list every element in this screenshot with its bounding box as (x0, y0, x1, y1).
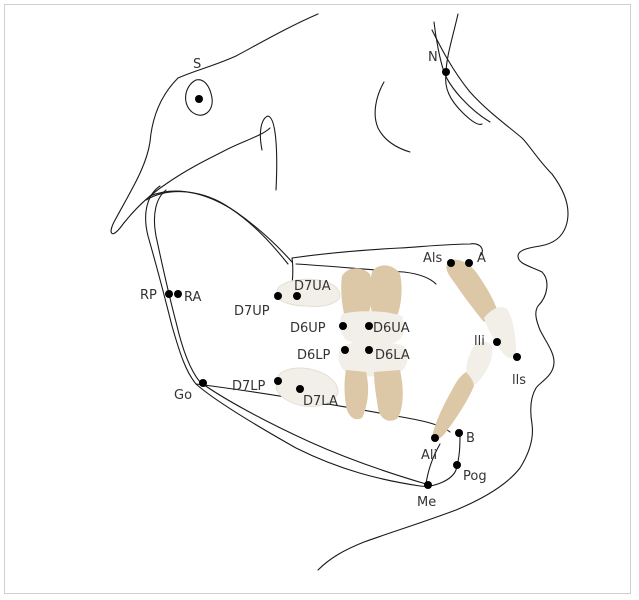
landmark-label-go: Go (174, 388, 192, 403)
lower-incisor-root (432, 372, 474, 439)
landmark-label-d7lp: D7LP (232, 379, 266, 394)
landmark-label-d7ua: D7UA (294, 279, 331, 294)
landmark-dot-me (424, 481, 432, 489)
mandible-outline (146, 186, 460, 486)
landmark-go: Go (174, 379, 207, 403)
landmark-dot-d6lp (341, 346, 349, 354)
landmark-label-a: A (477, 251, 486, 266)
landmark-d7lp: D7LP (232, 377, 282, 394)
landmark-label-s: S (193, 57, 201, 72)
landmark-dot-lls (513, 353, 521, 361)
landmark-label-d7la: D7LA (303, 394, 338, 409)
landmark-dot-ali (431, 434, 439, 442)
landmark-dot-s (195, 95, 203, 103)
landmark-label-d6la: D6LA (375, 348, 410, 363)
landmark-dot-rp (165, 290, 173, 298)
landmark-dot-b (455, 429, 463, 437)
landmark-b: B (455, 429, 475, 446)
landmark-als: Als (423, 251, 455, 267)
landmark-label-n: N (428, 50, 438, 65)
landmark-label-als: Als (423, 251, 443, 266)
landmark-label-d7up: D7UP (234, 304, 270, 319)
landmark-dot-lli (493, 338, 501, 346)
landmark-dot-pog (453, 461, 461, 469)
landmark-rp: RP (140, 288, 173, 303)
landmark-label-d6ua: D6UA (373, 321, 410, 336)
landmark-dot-n (442, 68, 450, 76)
landmark-lls: lls (512, 353, 526, 388)
landmark-label-ali: Ali (421, 448, 437, 463)
landmark-d6up: D6UP (290, 321, 347, 336)
landmark-ali: Ali (421, 434, 439, 463)
landmark-dot-d6la (365, 346, 373, 354)
landmark-d7up: D7UP (234, 292, 282, 319)
landmark-pog: Pog (453, 461, 487, 484)
landmark-dot-go (199, 379, 207, 387)
frontonasal-outline (375, 14, 490, 152)
landmark-dot-d6up (339, 322, 347, 330)
landmark-dot-d7up (274, 292, 282, 300)
landmark-label-me: Me (417, 495, 436, 510)
landmark-label-rp: RP (140, 288, 157, 303)
landmark-dot-a (465, 259, 473, 267)
landmark-label-d6lp: D6LP (297, 348, 331, 363)
landmark-label-lls: lls (512, 373, 526, 388)
landmark-ra: RA (174, 290, 202, 305)
landmark-dot-ra (174, 290, 182, 298)
cranial-base-outline (111, 14, 318, 234)
landmark-label-d6up: D6UP (290, 321, 326, 336)
lower-first-molar-root-mesial (345, 370, 369, 419)
landmark-dot-als (447, 259, 455, 267)
landmark-dot-d7la (296, 385, 304, 393)
landmark-label-b: B (466, 431, 475, 446)
landmark-a: A (465, 251, 486, 267)
landmark-label-lli: lli (474, 334, 485, 349)
landmark-label-ra: RA (184, 290, 202, 305)
landmark-dot-d6ua (365, 322, 373, 330)
landmark-label-pog: Pog (463, 469, 487, 484)
landmark-dot-d7lp (274, 377, 282, 385)
